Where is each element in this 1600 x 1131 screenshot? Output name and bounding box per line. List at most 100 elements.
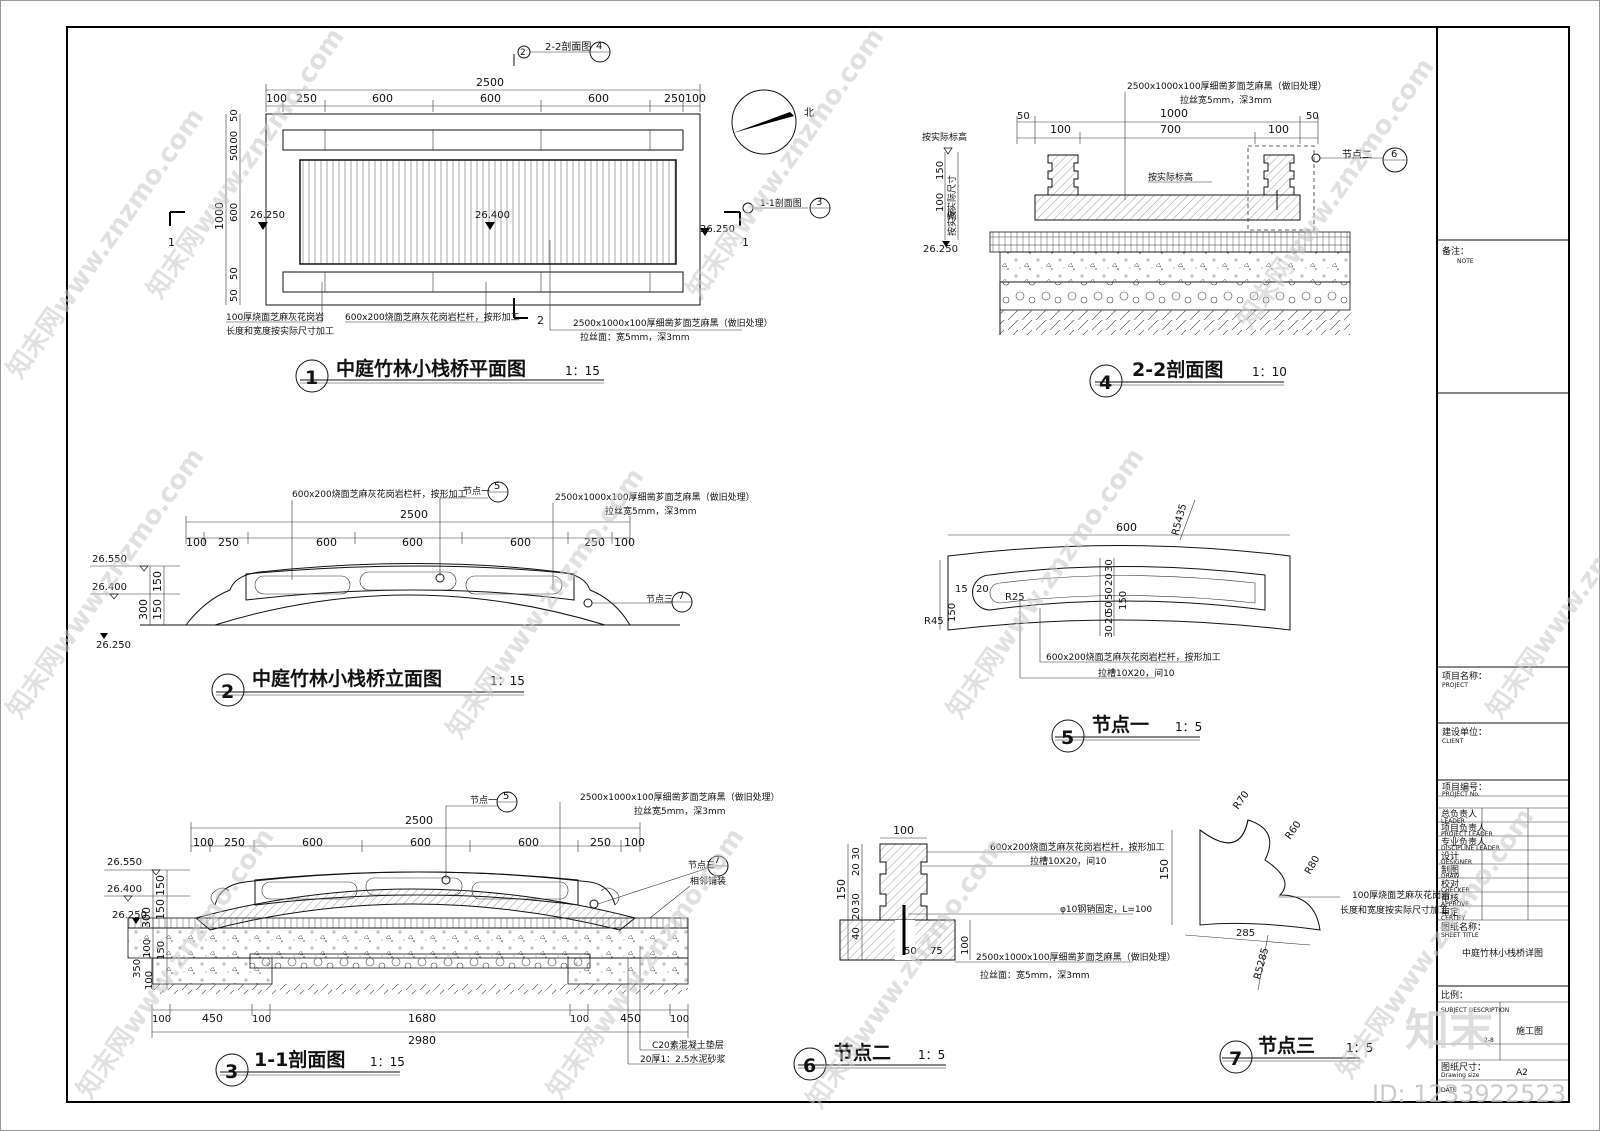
plan-vdim-f: 50 [229, 289, 240, 302]
watermark-6: 知末网www.znzmo.com [441, 463, 650, 744]
plan-note1b: 长度和宽度按实际尺寸加工 [226, 325, 334, 337]
sec22-mark: 2 [520, 48, 526, 58]
s11-dim-1: 250 [224, 836, 245, 849]
plan-note3a: 2500x1000x100厚细凿芗面芝麻黑（做旧处理） [573, 317, 773, 329]
tb-row3-cn: 专业负责人 [1441, 836, 1486, 848]
n2-v30b: 30 [851, 893, 862, 906]
elev-node3-num: 7 [678, 591, 684, 602]
n1-r5435: R5435 [1170, 503, 1189, 537]
tb-row4-cn: 设计 [1441, 850, 1459, 862]
title-block: 备注： NOTE 项目名称： PROJECT 建设单位： CLIENT 项目编号… [1437, 239, 1569, 1094]
plan-dim-5: 250 [664, 92, 685, 105]
s22-node-num: 6 [1391, 149, 1397, 160]
plan-elev-left: 26.250 [250, 210, 285, 221]
tb-row5-cn: 制图 [1441, 864, 1459, 876]
s22-top-note2: 拉丝宽5mm，深3mm [1180, 94, 1272, 106]
s11-bd-6: 100 [670, 1014, 689, 1025]
plan-dim-6: 100 [685, 92, 706, 105]
plan-num: 1 [305, 367, 318, 389]
s11-bd-1: 450 [202, 1012, 223, 1025]
n1-rail-profile [947, 545, 1291, 631]
tb-row8-cn: 审定 [1441, 906, 1459, 918]
n1-v5: 30 [1104, 625, 1115, 638]
n1-d20: 20 [976, 584, 989, 595]
n1-title: 节点一 [1092, 714, 1149, 736]
n2-num: 6 [803, 1055, 816, 1077]
n1-num: 5 [1061, 727, 1074, 749]
n2-v150: 150 [835, 879, 848, 900]
node2-detail: 100 150 30 20 30 20 40 50 75 100 600x200… [793, 824, 1176, 1081]
plan-note3b: 拉丝面：宽5mm，深3mm [580, 331, 690, 343]
s22-layer-gravel [999, 281, 1351, 311]
watermark-3: 知末网www.znzmo.com [681, 23, 890, 304]
s11-dim-0: 100 [193, 836, 214, 849]
tb-note-en: NOTE [1457, 258, 1474, 265]
s11-dim-6: 100 [624, 836, 645, 849]
plan-vdim-e: 50 [229, 267, 240, 280]
s11-bd-0: 100 [152, 1014, 171, 1025]
n2-note2: 拉槽10X20，间10 [1030, 855, 1107, 867]
s11-v1: 300 [140, 907, 153, 928]
tb-row2-cn: 项目负责人 [1441, 822, 1486, 834]
plan-top-rail [282, 129, 684, 151]
elev-dim-1: 250 [218, 536, 239, 549]
plan-vdim-a: 50 [229, 109, 240, 122]
n3-r60: R60 [1283, 819, 1303, 841]
plan-vdim-d: 600 [229, 203, 240, 222]
tb-client-en: CLIENT [1442, 738, 1464, 745]
s22-dim-50b: 50 [1306, 111, 1319, 122]
n1-note2: 拉槽10X20，间10 [1098, 667, 1175, 679]
s22-rail-right [1263, 154, 1295, 196]
n3-r5285: R5285 [1252, 947, 1271, 981]
n1-r45: R45 [924, 616, 944, 627]
north-arrow-icon [731, 89, 797, 155]
elev-node1: 节点一 [463, 486, 490, 497]
s11-bd-4: 100 [570, 1014, 589, 1025]
plan-elev-mid: 26.400 [475, 210, 510, 221]
elev-e2: 26.400 [92, 582, 127, 593]
n2-v40: 40 [851, 927, 862, 940]
n3-scale: 1：5 [1346, 1041, 1373, 1055]
n1-note1: 600x200烧面芝麻灰花岗岩栏杆，按形加工 [1046, 651, 1221, 663]
s22-dim-700: 700 [1160, 123, 1181, 136]
plan-dim-2: 600 [372, 92, 393, 105]
tb-project-en: PROJECT [1442, 682, 1468, 689]
watermark-logo: 知末 [1405, 1005, 1493, 1056]
elev-dim-6: 100 [614, 536, 635, 549]
elev-dim-total: 2500 [400, 508, 428, 521]
tb-size: A2 [1516, 1068, 1528, 1078]
s11-dim-5: 250 [590, 836, 611, 849]
n1-d150-left: 150 [947, 603, 958, 622]
sec11-right-mark: 1 [742, 236, 749, 249]
watermark-5: 知末网www.znzmo.com [1, 443, 210, 724]
s11-e3: 26.250 [112, 910, 147, 921]
s11-concrete [127, 927, 689, 959]
s22-dim-100b: 100 [1268, 123, 1289, 136]
s11-v0: 150 [154, 875, 167, 896]
s11-bot-total: 2980 [408, 1034, 436, 1047]
s11-title: 1-1剖面图 [254, 1048, 345, 1071]
n1-width: 600 [1116, 521, 1137, 534]
n1-v4: 20 [1104, 611, 1115, 624]
watermark-7: 知末网www.znzmo.com [941, 443, 1150, 724]
plan-dim-1: 250 [296, 92, 317, 105]
tb-row6-en: CHECKER [1441, 887, 1470, 894]
n2-w: 100 [893, 824, 914, 837]
s22-deck [1034, 194, 1301, 221]
s11-note2: 相邻铺装 [690, 875, 726, 887]
s22-num: 4 [1099, 372, 1112, 394]
s11-bd-3: 1680 [408, 1012, 436, 1025]
n2-v30a: 30 [851, 847, 862, 860]
tb-no: 2-8 [1484, 1037, 1494, 1044]
plan-bottom-rail [282, 271, 684, 293]
n3-profile [1199, 819, 1321, 931]
tb-desc-en: SUBJECT DESCRIPTION [1441, 1007, 1509, 1014]
s11-v6: 100 [144, 971, 155, 990]
tb-sheet-title: 中庭竹林小栈桥详图 [1462, 947, 1543, 959]
plan-note2: 600x200烧面芝麻灰花岗岩栏杆，按形加工 [345, 311, 520, 323]
n2-scale: 1：5 [918, 1048, 945, 1062]
elev-v2: 300 [137, 599, 150, 620]
n2-v20a: 20 [851, 863, 862, 876]
plan-title: 中庭竹林小栈桥平面图 [336, 357, 526, 380]
